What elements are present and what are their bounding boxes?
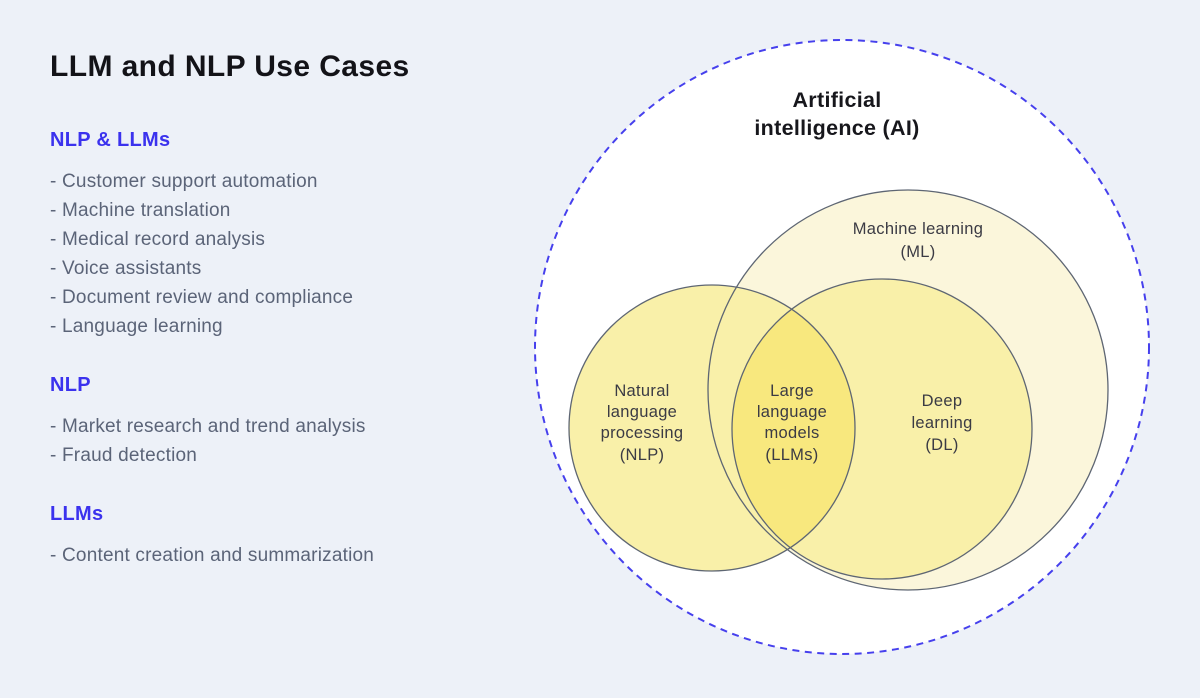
ai-label-line1: Artificial [792,88,881,112]
list-item: - Fraud detection [50,445,198,466]
list-item: - Language learning [50,316,223,337]
use-case-list-nlp: - Market research and trend analysis - F… [50,412,366,470]
venn-ml-outline [707,189,1109,591]
venn-dl-label: Deep learning (DL) [911,392,972,454]
venn-nlp-outline [568,284,856,572]
ml-label-line2: (ML) [900,243,935,261]
list-item: - Market research and trend analysis [50,416,366,437]
ai-label-line2: intelligence (AI) [754,116,919,140]
list-item: - Voice assistants [50,258,202,279]
use-case-list-llms: - Content creation and summarization [50,541,374,570]
section-heading-nlp: NLP [50,374,91,396]
list-item: - Medical record analysis [50,229,266,250]
dl-label-line1: Deep [922,392,963,410]
venn-dl-outline [731,278,1033,580]
venn-llm-intersection [732,285,855,571]
list-item: - Customer support automation [50,171,318,192]
nlp-label-line3: processing [601,424,684,442]
section-heading-llms: LLMs [50,503,104,525]
llm-label-line3: models [765,424,820,442]
venn-ml-label: Machine learning (ML) [853,220,983,261]
dl-label-line2: learning [911,414,972,432]
llm-label-line4: (LLMs) [765,446,818,464]
page-title: LLM and NLP Use Cases [50,50,410,83]
list-item: - Content creation and summarization [50,545,375,566]
list-item: - Document review and compliance [50,287,354,308]
ml-label-line1: Machine learning [853,220,983,238]
nlp-label-line1: Natural [614,382,669,400]
list-item: - Machine translation [50,200,231,221]
venn-llm-label: Large language models (LLMs) [757,382,827,464]
llm-label-line2: language [757,403,827,421]
venn-nlp-label: Natural language processing (NLP) [601,382,684,464]
dl-label-line3: (DL) [925,436,958,454]
nlp-label-line4: (NLP) [620,446,665,464]
section-heading-nlp-and-llms: NLP & LLMs [50,129,171,151]
venn-ai-label: Artificial intelligence (AI) [754,88,919,140]
llm-label-line1: Large [770,382,814,400]
use-case-list-nlp-and-llms: - Customer support automation - Machine … [50,167,353,341]
nlp-label-line2: language [607,403,677,421]
